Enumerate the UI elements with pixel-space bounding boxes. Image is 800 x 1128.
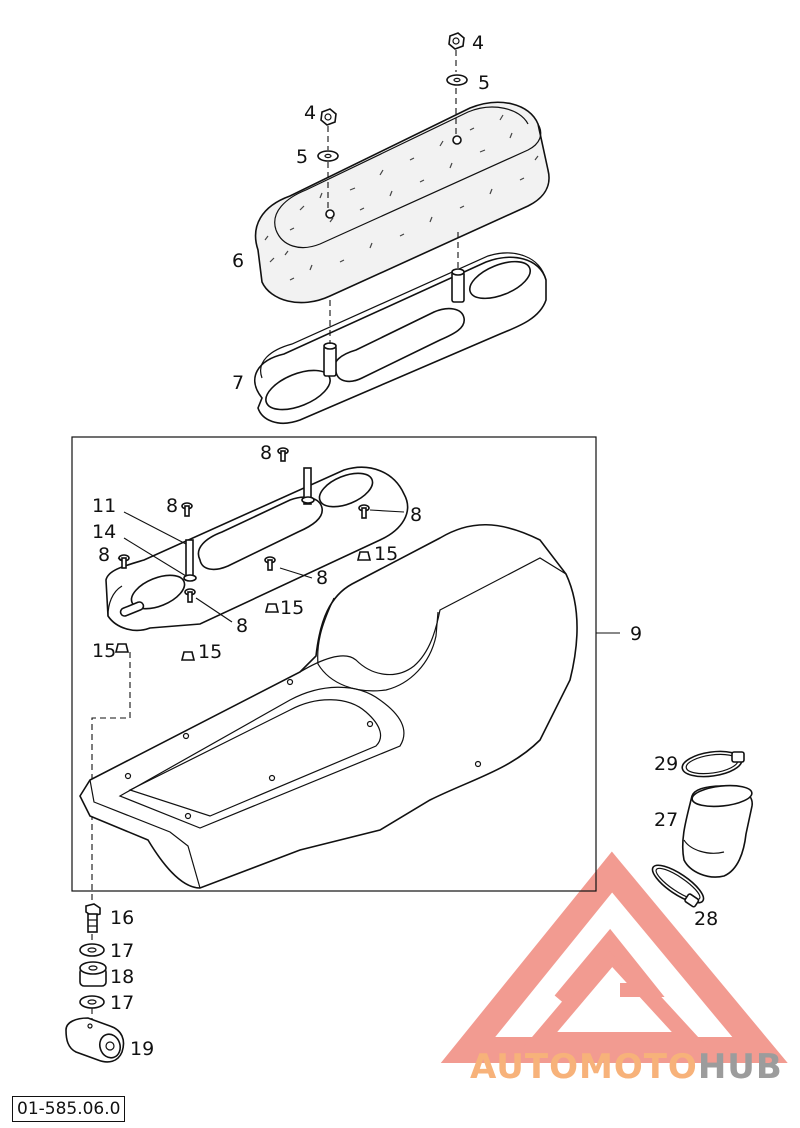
leader-lines bbox=[117, 509, 405, 623]
stud-icon bbox=[301, 467, 315, 505]
callout-17: 17 bbox=[110, 940, 134, 962]
callout-8: 8 bbox=[166, 495, 178, 517]
callout-5: 5 bbox=[478, 72, 490, 94]
nut-left-icon bbox=[320, 108, 337, 126]
callout-8: 8 bbox=[98, 544, 110, 566]
callout-5: 5 bbox=[296, 146, 308, 168]
nut-top-icon bbox=[448, 32, 465, 50]
callout-15: 15 bbox=[198, 641, 222, 663]
callout-14: 14 bbox=[92, 521, 116, 543]
bolt-bottom-icon bbox=[85, 903, 101, 933]
washer-left-icon bbox=[317, 150, 339, 162]
callout-7: 7 bbox=[232, 372, 244, 394]
screw-icon bbox=[184, 588, 196, 603]
callout-17: 17 bbox=[110, 992, 134, 1014]
callout-8: 8 bbox=[316, 567, 328, 589]
callout-19: 19 bbox=[130, 1038, 154, 1060]
foam-filter-icon bbox=[254, 101, 550, 304]
brand-auto: AUTO bbox=[470, 1047, 579, 1087]
svg-text:AUTOMOTOHUB: AUTOMOTOHUB bbox=[470, 1047, 783, 1087]
screw-icon bbox=[358, 504, 370, 519]
hose-clamp-upper-icon bbox=[681, 750, 745, 778]
callout-11: 11 bbox=[92, 495, 116, 517]
brand-moto: MOTO bbox=[579, 1047, 698, 1087]
intake-sleeve-icon bbox=[681, 784, 753, 878]
callout-labels: 4 5 4 5 6 7 8 8 8 8 8 8 11 14 15 15 15 1… bbox=[92, 32, 718, 1060]
grommet-icon bbox=[114, 551, 372, 661]
screw-icon bbox=[264, 556, 276, 571]
callout-28: 28 bbox=[694, 908, 718, 930]
callout-6: 6 bbox=[232, 250, 244, 272]
callout-4: 4 bbox=[304, 102, 316, 124]
screw-icon bbox=[181, 502, 193, 517]
drawing-code-label: 01-585.06.0 bbox=[12, 1096, 126, 1122]
airbox-group-frame bbox=[71, 436, 597, 892]
watermark-logo-icon bbox=[440, 851, 788, 1063]
stud-icon bbox=[183, 539, 197, 582]
washer-bottom-upper-icon bbox=[79, 943, 105, 957]
callout-8: 8 bbox=[236, 615, 248, 637]
airbox-housing-icon bbox=[79, 523, 578, 889]
callout-8: 8 bbox=[410, 504, 422, 526]
washer-top-icon bbox=[446, 74, 468, 86]
callout-9: 9 bbox=[630, 623, 642, 645]
rubber-damper-icon bbox=[79, 961, 107, 987]
callout-27: 27 bbox=[654, 809, 678, 831]
filter-base-plate-icon bbox=[254, 252, 547, 424]
callout-18: 18 bbox=[110, 966, 134, 988]
callout-16: 16 bbox=[110, 907, 134, 929]
mounting-plate-icon bbox=[105, 466, 409, 632]
callout-29: 29 bbox=[654, 753, 678, 775]
watermark-brand-text: AUTOMOTOHUB bbox=[470, 1047, 783, 1087]
callout-15: 15 bbox=[374, 543, 398, 565]
washer-bottom-lower-icon bbox=[79, 995, 105, 1009]
brand-hub: HUB bbox=[698, 1047, 783, 1087]
threaded-bushing-icon bbox=[65, 1017, 125, 1063]
callout-8: 8 bbox=[260, 442, 272, 464]
hose-clamp-lower-icon bbox=[651, 864, 705, 908]
callout-15: 15 bbox=[280, 597, 304, 619]
screw-icon bbox=[277, 447, 289, 462]
callout-4: 4 bbox=[472, 32, 484, 54]
callout-15: 15 bbox=[92, 640, 116, 662]
